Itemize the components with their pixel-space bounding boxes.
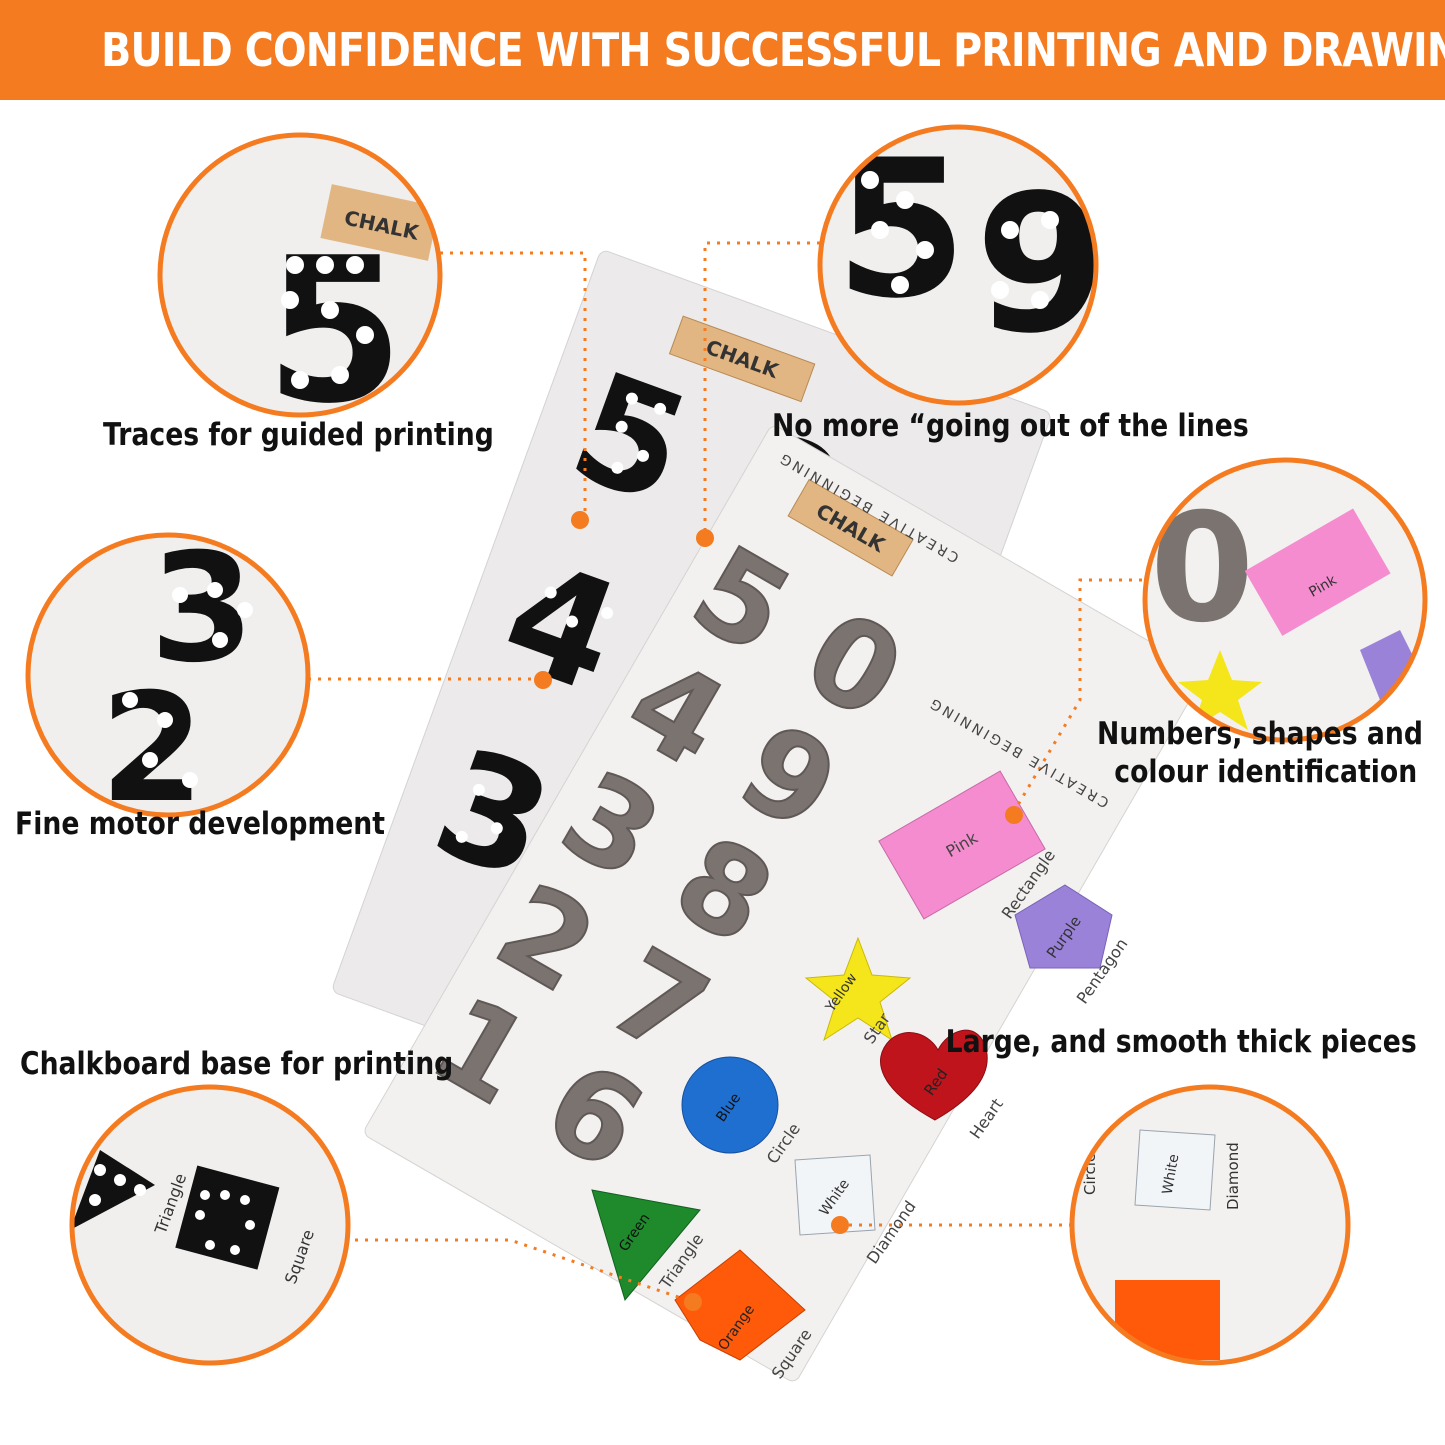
zoom-white-label: White (1160, 1153, 1183, 1196)
zoom-chalkboard-base: Triangle Square (69, 1084, 351, 1366)
svg-text:2: 2 (100, 662, 204, 836)
number-shape-board: CHALK 5 0 4 9 3 8 2 7 1 6 (364, 426, 1203, 1382)
leader-lines (308, 241, 1142, 1304)
feature-caption-lines: No more “going out of the lines (772, 408, 1249, 444)
zoom-thick-pieces: White Circle Diamond (1069, 1084, 1351, 1366)
zoom-colour-identification: 0 Pink (1142, 457, 1428, 743)
heart-caption: Heart (966, 1095, 1007, 1142)
svg-text:0: 0 (1150, 482, 1254, 656)
title-banner (0, 0, 1445, 100)
feature-caption-traces: Traces for guided printing (103, 417, 494, 453)
zoom-fine-motor: 3 2 (25, 522, 311, 836)
feature-caption-fine-motor: Fine motor development (15, 806, 386, 842)
svg-text:5: 5 (835, 119, 967, 340)
feature-caption-colour: colour identification (1114, 754, 1417, 790)
svg-text:9: 9 (975, 154, 1107, 375)
zoom-diamond-caption: Diamond (1224, 1142, 1242, 1210)
banner-title: BUILD CONFIDENCE WITH SUCCESSFUL PRINTIN… (101, 23, 1445, 77)
feature-caption-chalkboard: Chalkboard base for printing (20, 1046, 454, 1082)
zoom-no-going-out: 5 9 (817, 119, 1107, 406)
feature-caption-large-pieces: Large, and smooth thick pieces (945, 1024, 1417, 1060)
zoom-traces: CHALK 5 (157, 132, 443, 418)
svg-text:3: 3 (150, 522, 254, 696)
feature-caption-numbers: Numbers, shapes and (1097, 716, 1423, 752)
callout-dots (534, 511, 1023, 1311)
